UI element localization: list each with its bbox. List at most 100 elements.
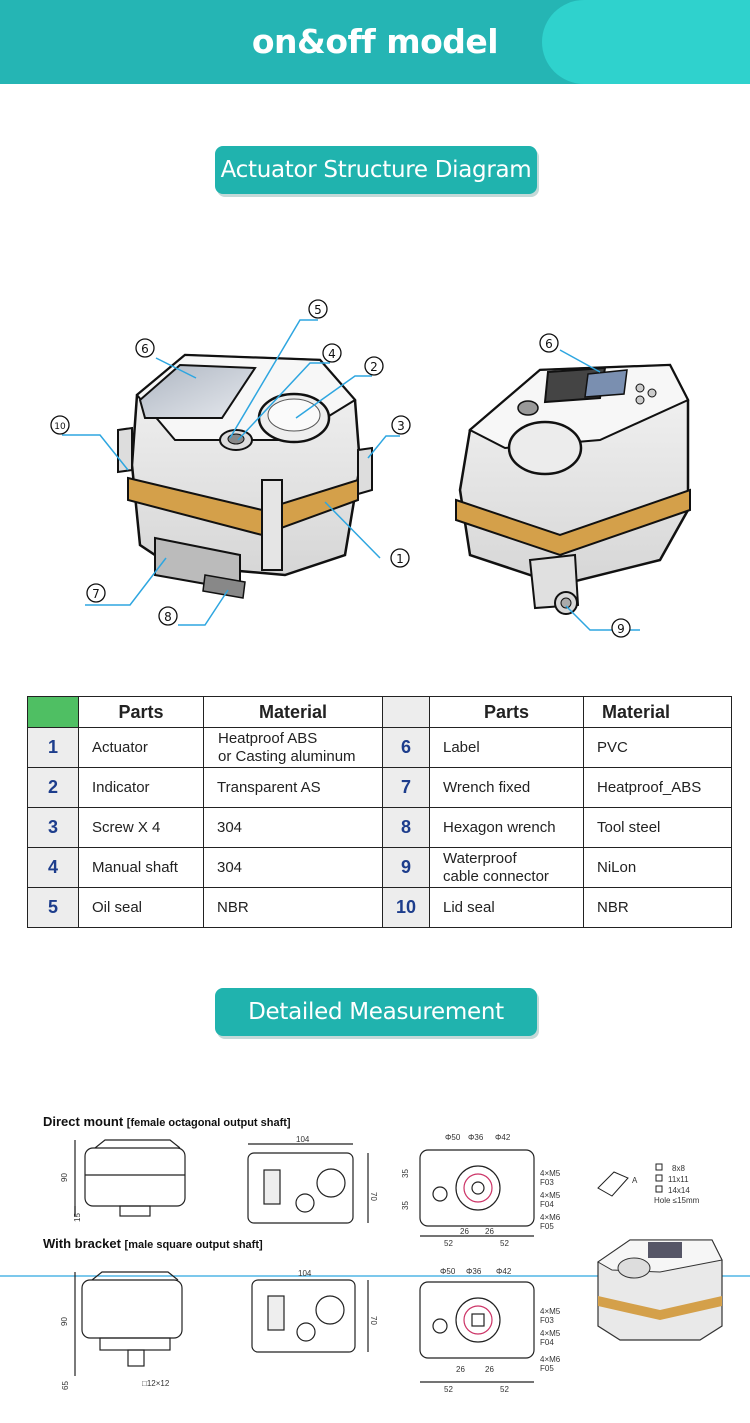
with-bracket-label: With bracket [male square output shaft]: [43, 1236, 263, 1251]
svg-text:4: 4: [328, 347, 336, 361]
row-number: 7: [382, 767, 430, 808]
section-title-structure: Actuator Structure Diagram: [215, 146, 537, 194]
table-gray-cell: [382, 696, 430, 728]
row-number: 1: [27, 727, 79, 768]
row-number: 6: [382, 727, 430, 768]
actuator-rear-view: [455, 363, 691, 615]
svg-text:Φ50: Φ50: [440, 1267, 456, 1276]
svg-text:8x8: 8x8: [672, 1164, 685, 1173]
svg-text:104: 104: [296, 1135, 310, 1144]
part-name: Hexagon wrench: [429, 807, 584, 848]
callout-1: [390, 548, 410, 568]
part-name: Label: [429, 727, 584, 768]
part-material: 304: [203, 847, 383, 888]
part-name: Indicator: [78, 767, 204, 808]
svg-text:6: 6: [141, 342, 149, 356]
svg-text:65: 65: [61, 1381, 70, 1390]
part-material: NBR: [203, 887, 383, 928]
svg-text:35: 35: [401, 1201, 410, 1210]
svg-text:11x11: 11x11: [668, 1175, 689, 1184]
svg-text:26: 26: [485, 1227, 494, 1236]
part-name: Screw X 4: [78, 807, 204, 848]
svg-text:Hole ≤15mm: Hole ≤15mm: [654, 1196, 700, 1205]
svg-text:Φ36: Φ36: [468, 1133, 484, 1142]
shaft-detail: [597, 1163, 663, 1197]
svg-text:9: 9: [617, 622, 625, 636]
callout-6b: [539, 333, 559, 353]
svg-text:Φ50: Φ50: [445, 1133, 461, 1142]
actuator-structure-diagram: 5 4 2 3 1 6 10 7 8 6 9: [50, 299, 691, 638]
svg-text:Φ36: Φ36: [466, 1267, 482, 1276]
header-material-2: Material: [583, 696, 732, 728]
row-number: 5: [27, 887, 79, 928]
svg-text:5: 5: [314, 303, 322, 317]
svg-text:90: 90: [60, 1317, 69, 1326]
leader-lines: [62, 319, 640, 631]
row-number: 9: [382, 847, 430, 888]
svg-text:3: 3: [397, 419, 405, 433]
svg-text:70: 70: [369, 1192, 378, 1201]
page-title: on&off model: [251, 22, 499, 61]
row-number: 3: [27, 807, 79, 848]
svg-text:14x14: 14x14: [668, 1186, 690, 1195]
dimension-drawings: 90 15 104 70 Φ50 Φ36 Φ42 52 52 26 26 35: [0, 1133, 750, 1394]
product-photo: [597, 1239, 723, 1341]
svg-text:2: 2: [370, 360, 378, 374]
direct-mount-label: Direct mount [female octagonal output sh…: [43, 1114, 291, 1129]
side-view-bracket: [74, 1271, 183, 1376]
callout-10: [50, 415, 70, 435]
svg-text:26: 26: [460, 1227, 469, 1236]
callout-7: [86, 583, 106, 603]
part-material: Transparent AS: [203, 767, 383, 808]
part-name: Waterproof cable connector: [429, 847, 584, 888]
svg-text:□12×12: □12×12: [142, 1379, 170, 1388]
part-material: NBR: [583, 887, 732, 928]
part-name: Wrench fixed: [429, 767, 584, 808]
svg-text:52: 52: [444, 1239, 453, 1248]
row-number: 10: [382, 887, 430, 928]
callout-8: [158, 606, 178, 626]
table-header-row: Parts Material Parts Material: [27, 696, 732, 728]
svg-text:A: A: [632, 1176, 638, 1185]
bottom-view-direct: [419, 1149, 535, 1237]
part-material: PVC: [583, 727, 732, 768]
table-row: 2 Indicator Transparent AS 7 Wrench fixe…: [27, 767, 732, 808]
header-parts-2: Parts: [429, 696, 584, 728]
svg-text:1: 1: [396, 552, 404, 566]
part-material: Heatproof ABS or Casting aluminum: [203, 727, 383, 768]
svg-text:15: 15: [73, 1213, 82, 1222]
page-header: on&off model: [0, 0, 750, 84]
svg-text:52: 52: [500, 1239, 509, 1248]
bottom-view-bracket: [419, 1281, 535, 1383]
callout-5: [308, 299, 328, 319]
parts-table: Parts Material Parts Material 1 Actuator…: [27, 696, 732, 928]
header-decoration: [542, 0, 750, 84]
callout-2: [364, 356, 384, 376]
front-view-bracket: [251, 1279, 369, 1353]
svg-text:35: 35: [401, 1169, 410, 1178]
part-material: NiLon: [583, 847, 732, 888]
callout-4: [322, 343, 342, 363]
front-view-direct: [247, 1143, 369, 1224]
callout-6: [135, 338, 155, 358]
part-material: Heatproof_ABS: [583, 767, 732, 808]
part-name: Actuator: [78, 727, 204, 768]
callout-3: [391, 415, 411, 435]
side-view-direct: [74, 1139, 186, 1217]
part-material: 304: [203, 807, 383, 848]
part-name: Lid seal: [429, 887, 584, 928]
table-row: 4 Manual shaft 304 9 Waterproof cable co…: [27, 847, 732, 888]
svg-text:52: 52: [444, 1385, 453, 1394]
part-material: Tool steel: [583, 807, 732, 848]
measurement-drawings: Direct mount [female octagonal output sh…: [0, 1100, 750, 1423]
row-number: 4: [27, 847, 79, 888]
svg-text:26: 26: [456, 1365, 465, 1374]
svg-text:6: 6: [545, 337, 553, 351]
table-corner-cell: [27, 696, 79, 728]
row-number: 2: [27, 767, 79, 808]
